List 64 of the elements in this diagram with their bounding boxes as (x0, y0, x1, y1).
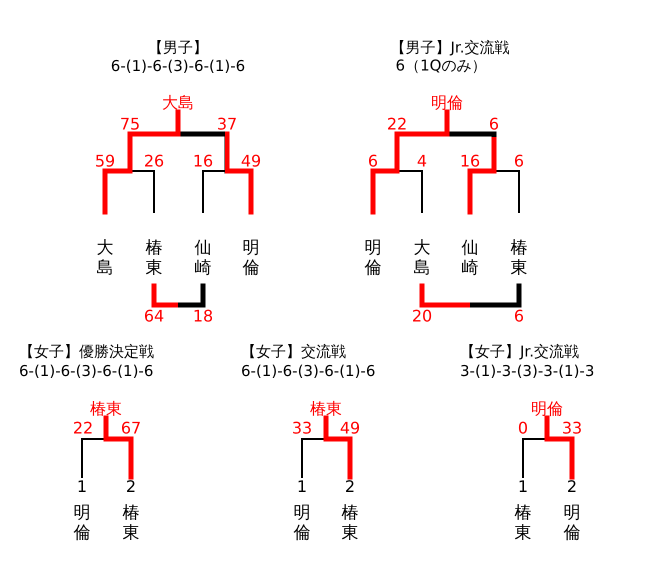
winner-name: 明倫 (530, 400, 564, 418)
score-label: 37 (216, 114, 238, 134)
bracket-heading: 3-(1)-3-(3)-3-(1)-3 (460, 362, 594, 380)
seed-number: 1 (516, 477, 530, 497)
bracket-heading: 【男子】 (148, 38, 208, 58)
team-name: 大島 (96, 238, 114, 278)
score-label: 33 (562, 418, 582, 438)
score-label: 22 (386, 114, 408, 134)
team-name: 明倫 (364, 238, 382, 278)
winner-name: 椿東 (89, 400, 123, 418)
team-name: 椿東 (514, 503, 532, 543)
seed-number: 2 (124, 477, 138, 497)
team-name: 明倫 (242, 238, 260, 278)
score-label: 49 (340, 418, 360, 438)
bracket-line (104, 416, 134, 480)
score-label: 18 (192, 306, 214, 326)
score-label: 67 (120, 418, 142, 438)
bracket-line (544, 416, 574, 480)
score-label: 49 (240, 152, 262, 170)
bracket-line (152, 284, 206, 308)
score-label: 59 (94, 152, 116, 170)
bracket-heading: 6-(1)-6-(3)-6-(1)-6 (241, 362, 376, 380)
bracket-heading: 6-(1)-6-(3)-6-(1)-6 (19, 362, 154, 380)
team-name: 大島 (413, 238, 431, 278)
team-name: 明倫 (73, 503, 91, 543)
seed-number: 2 (566, 477, 578, 497)
seed-number: 2 (344, 477, 356, 497)
seed-number: 1 (76, 477, 88, 497)
bracket-heading: 【女子】Jr.交流戦 (460, 342, 579, 362)
team-name: 仙崎 (194, 238, 212, 278)
score-label: 75 (120, 114, 140, 134)
bracket-line (370, 110, 450, 214)
team-name: 仙崎 (461, 238, 479, 278)
team-name: 椿東 (122, 503, 140, 543)
winner-name: 椿東 (309, 400, 343, 418)
team-name: 明倫 (563, 503, 581, 543)
score-label: 0 (518, 418, 528, 438)
bracket-line (102, 110, 180, 214)
score-label: 4 (416, 152, 428, 170)
seed-number: 1 (296, 477, 308, 497)
bracket-line (324, 416, 352, 480)
bracket-heading: 6-(1)-6-(3)-6-(1)-6 (110, 57, 246, 75)
winner-name: 明倫 (430, 94, 464, 112)
score-label: 6 (368, 152, 378, 170)
score-label: 16 (460, 152, 480, 170)
bracket-heading: 【女子】優勝決定戦 (19, 342, 154, 362)
winner-name: 大島 (161, 94, 195, 112)
score-label: 20 (412, 306, 432, 326)
bracket-line (420, 284, 522, 308)
team-name: 椿東 (145, 238, 163, 278)
score-label: 26 (144, 152, 164, 170)
score-label: 16 (192, 152, 214, 170)
score-label: 33 (292, 418, 312, 438)
team-name: 椿東 (341, 503, 359, 543)
score-label: 6 (514, 152, 524, 170)
team-name: 椿東 (510, 238, 528, 278)
score-label: 6 (488, 114, 500, 134)
score-label: 6 (514, 306, 524, 326)
bracket-heading: 6（1Qのみ） (396, 56, 486, 76)
score-label: 22 (72, 418, 94, 438)
bracket-heading: 【女子】交流戦 (241, 342, 346, 362)
bracket-heading: 【男子】Jr.交流戦 (390, 38, 510, 58)
score-label: 64 (144, 306, 164, 326)
team-name: 明倫 (293, 503, 311, 543)
